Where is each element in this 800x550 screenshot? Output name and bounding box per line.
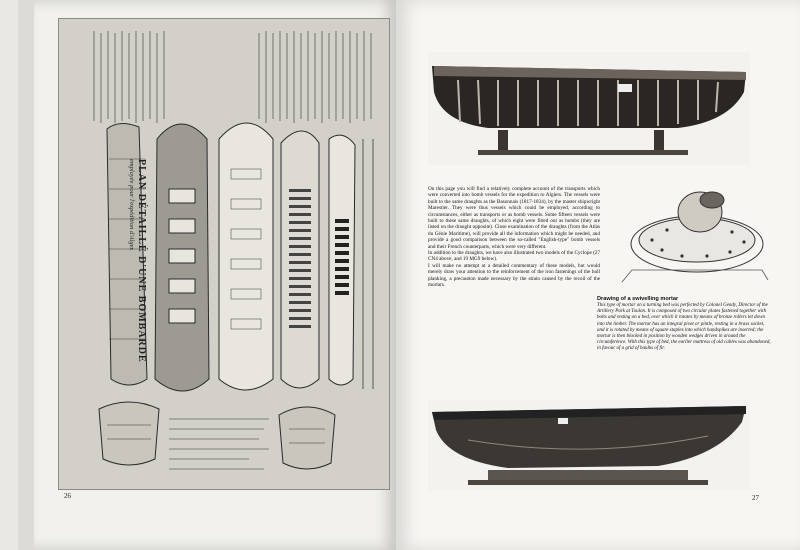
caption-title: Drawing of a swivelling mortar bbox=[597, 296, 679, 302]
body-paragraph-3: I will make no attempt at a detailed com… bbox=[428, 262, 600, 289]
body-paragraph-2: In addition to the draughts, we have als… bbox=[428, 250, 600, 263]
mortar-caption: Drawing of a swivelling mortar This type… bbox=[597, 296, 773, 353]
model-hull-image-2 bbox=[428, 400, 750, 490]
plan-title: PLAN DÉTAILLÉ D'UNE BOMBARDE bbox=[136, 159, 147, 363]
caption-text: This type of mortar on a turning bed was… bbox=[597, 303, 771, 352]
left-page-number: 26 bbox=[64, 492, 71, 500]
body-paragraph-1: On this page you will find a relatively … bbox=[428, 186, 600, 250]
ship-model-photo-bottom bbox=[428, 400, 750, 490]
model-hull-image bbox=[428, 52, 750, 165]
draught-drawing bbox=[59, 19, 389, 489]
plan-subtitle: employée pour l'expédition d'Alger. bbox=[128, 159, 135, 251]
ship-draught-plan: PLAN DÉTAILLÉ D'UNE BOMBARDE employée po… bbox=[58, 18, 390, 490]
article-body: On this page you will find a relatively … bbox=[428, 186, 600, 289]
ship-model-photo-top bbox=[428, 52, 750, 165]
book-edge-shadow bbox=[18, 0, 36, 550]
mortar-drawing bbox=[612, 182, 770, 292]
plan-title-vertical: PLAN DÉTAILLÉ D'UNE BOMBARDE employée po… bbox=[125, 159, 155, 419]
mortar-illustration bbox=[612, 182, 770, 292]
right-page-number: 27 bbox=[752, 494, 759, 502]
